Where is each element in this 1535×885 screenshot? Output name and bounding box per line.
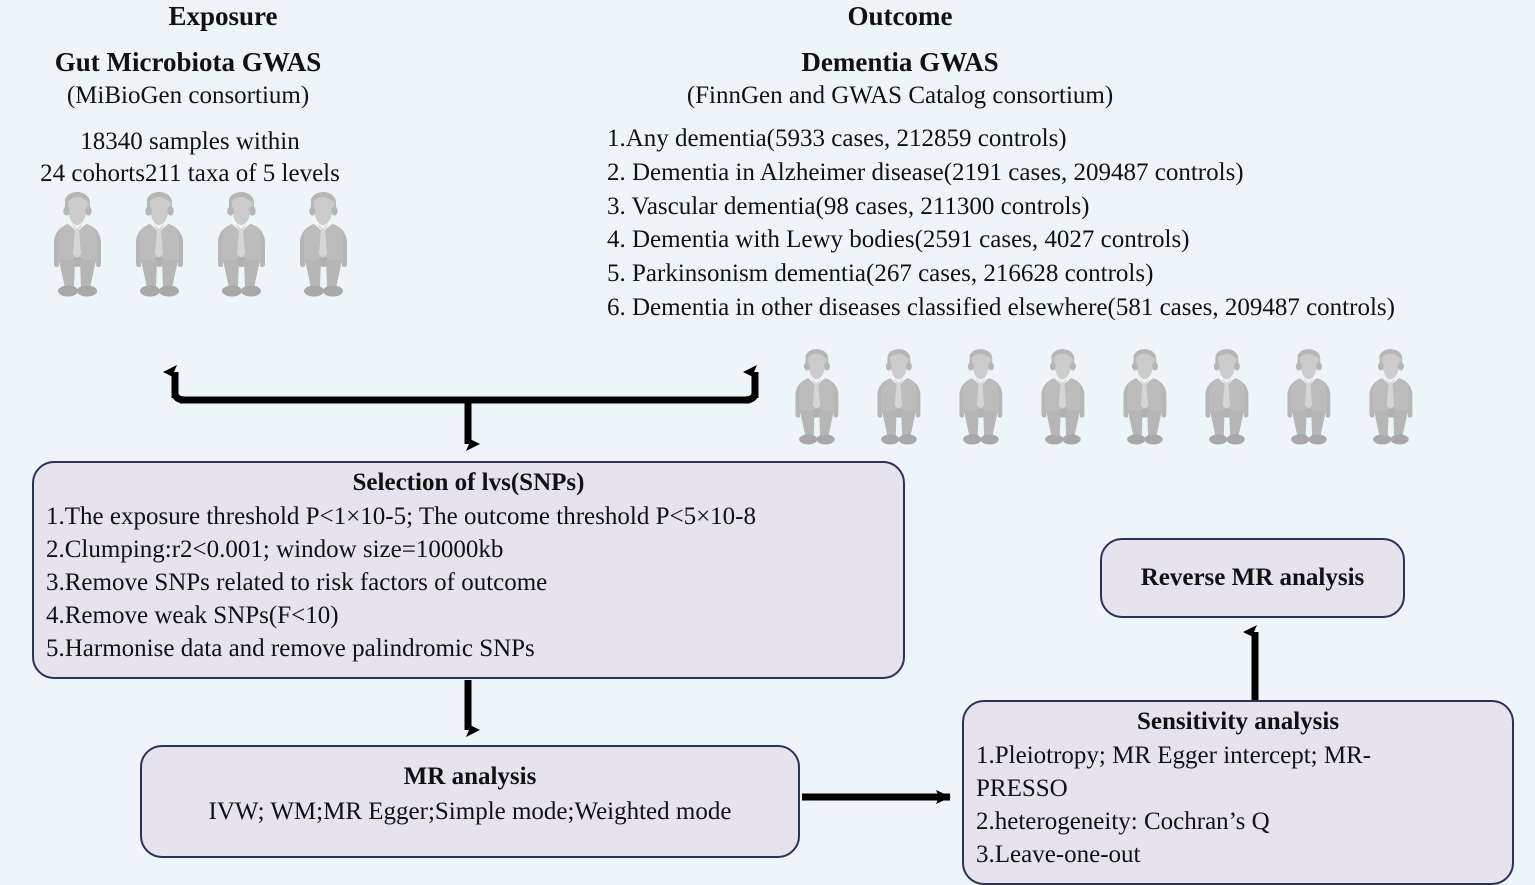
list-item: 3. Vascular dementia(98 cases, 211300 co… [607,192,1090,220]
list-item: 1.Any dementia(5933 cases, 212859 contro… [607,125,1067,152]
outcome-column-header: Outcome [847,1,953,31]
business-person-icon [790,348,842,446]
outcome-source-subtitle: (FinnGen and GWAS Catalog consortium) [686,82,1114,109]
reverse-mr-analysis-title: Reverse MR analysis [1140,563,1365,591]
sensitivity-analysis-title: Sensitivity analysis [1136,708,1340,735]
list-item: 2. Dementia in Alzheimer disease(2191 ca… [607,158,1244,186]
outcome-dataset-list: 1.Any dementia(5933 cases, 212859 contro… [607,122,1532,325]
list-item: 2.Clumping:r2<0.001; window size=10000kb [46,535,504,563]
outcome-people-row [790,348,1416,446]
list-item: 5.Harmonise data and remove palindromic … [46,634,535,662]
business-person-icon [954,348,1006,446]
list-item: 3.Leave-one-out [976,840,1141,868]
business-person-icon [130,192,187,297]
exposure-column-header: Exposure [168,1,278,31]
exposure-sample-line-2: 24 cohorts211 taxa of 5 levels [40,160,340,187]
selection-criteria-list: 1.The exposure threshold P<1×10-5; The o… [46,500,903,665]
mr-analysis-methods: IVW; WM;MR Egger;Simple mode;Weighted mo… [208,797,732,825]
list-item: 4. Dementia with Lewy bodies(2591 cases,… [607,226,1190,254]
list-item: 1.Pleiotropy; MR Egger intercept; MR- [976,741,1372,769]
exposure-source-subtitle: (MiBioGen consortium) [66,82,310,109]
business-person-icon [1118,348,1170,446]
outcome-source-title: Dementia GWAS [801,47,999,77]
reverse-mr-analysis-box[interactable]: Reverse MR analysis [1100,538,1405,618]
sensitivity-items-list: 1.Pleiotropy; MR Egger intercept; MR- PR… [976,739,1512,871]
list-item: 2.heterogeneity: Cochran’s Q [976,807,1270,835]
business-person-icon [294,192,351,297]
business-person-icon [1282,348,1334,446]
list-item: 6. Dementia in other diseases classified… [607,293,1395,321]
exposure-people-row [48,192,351,297]
list-item: PRESSO [976,774,1068,802]
exposure-sample-line-1: 18340 samples within [80,128,300,155]
mr-analysis-title: MR analysis [403,763,537,790]
list-item: 4.Remove weak SNPs(F<10) [46,601,339,629]
business-person-icon [1364,348,1416,446]
exposure-source-title: Gut Microbiota GWAS [54,47,322,77]
list-item: 3.Remove SNPs related to risk factors of… [46,568,548,596]
bracket-bar [171,392,759,404]
business-person-icon [1200,348,1252,446]
list-item: 1.The exposure threshold P<1×10-5; The o… [46,502,756,530]
business-person-icon [872,348,924,446]
business-person-icon [212,192,269,297]
selection-of-ivs-box[interactable]: Selection of lvs(SNPs) 1.The exposure th… [32,461,905,679]
business-person-icon [48,192,105,297]
selection-box-title: Selection of lvs(SNPs) [352,469,585,496]
business-person-icon [1036,348,1088,446]
list-item: 5. Parkinsonism dementia(267 cases, 2166… [607,260,1154,287]
mr-analysis-box[interactable]: MR analysis IVW; WM;MR Egger;Simple mode… [140,745,800,858]
sensitivity-analysis-box[interactable]: Sensitivity analysis 1.Pleiotropy; MR Eg… [962,700,1514,885]
